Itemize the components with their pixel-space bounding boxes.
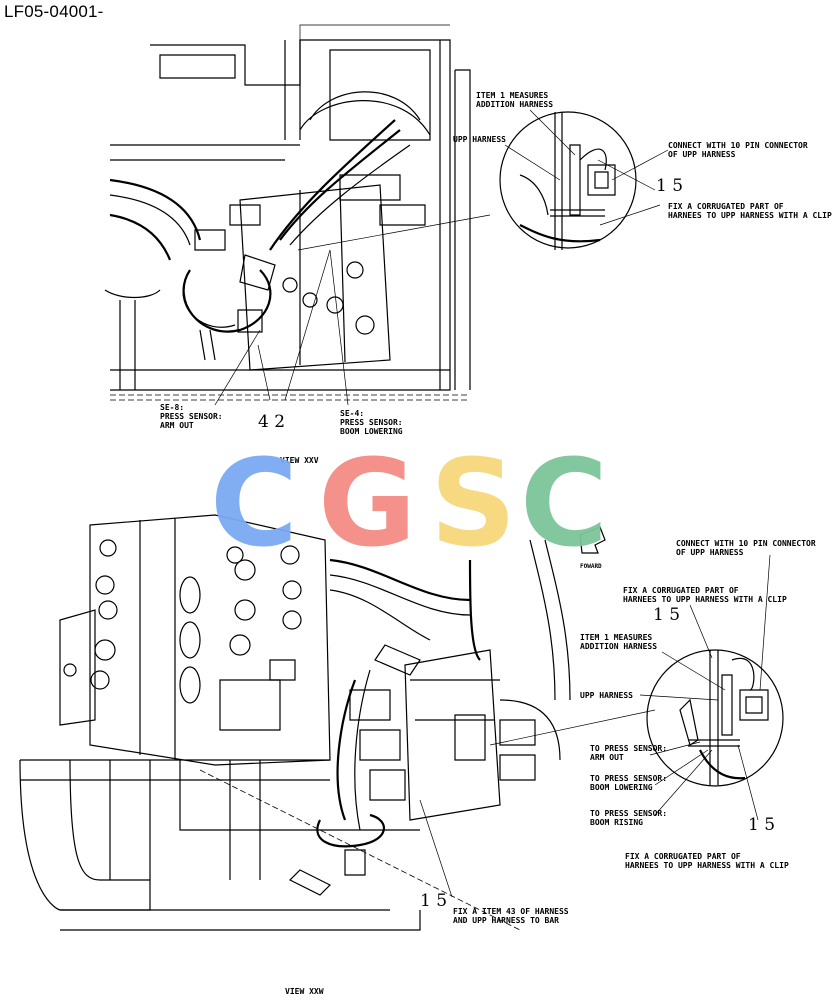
view-xxv-title: VIEW XXV [280,456,319,465]
cgsc-watermark: C G S C [210,435,608,574]
se8-label-line1: SE-8: [160,403,184,412]
bar-label-line2: AND UPP HARNESS TO BAR [453,916,559,925]
watermark-letter-s: S [430,435,516,574]
arm-out-label-line2: ARM OUT [590,753,624,762]
item1-label-line2: ADDITION HARNESS [476,100,553,109]
view-xxv-labels: ITEM 1 MEASURES ADDITION HARNESS UPP HAR… [160,91,832,465]
connect-label-2-line2: OF UPP HARNESS [676,548,744,557]
watermark-letter-g: G [318,435,417,574]
item1-label-2-line2: ADDITION HARNESS [580,642,657,651]
connect-label-line1: CONNECT WITH 10 PIN CONNECTOR [668,141,808,150]
part-number-15: 1 5 [656,176,683,196]
item1-label-line1: ITEM 1 MEASURES [476,91,548,100]
fix-top-label-line2: HARNEES TO UPP HARNESS WITH A CLIP [623,595,787,604]
connect-label-line2: OF UPP HARNESS [668,150,736,159]
fix-label-line1: FIX A CORRUGATED PART OF [668,202,784,211]
boom-lowering-label-line1: TO PRESS SENSOR: [590,774,667,783]
part-number-42: 4 2 [258,412,285,432]
view-xxw-labels: FOWARD CONNECT WITH 10 PIN CONNECTOR OF … [285,539,816,996]
forward-label: FOWARD [580,563,602,570]
boom-lowering-label-line2: BOOM LOWERING [590,783,653,792]
page-code: LF05-04001- [4,2,104,21]
view-xxw-drawing [19,514,784,931]
se8-label-line3: ARM OUT [160,421,194,430]
watermark-letter-c2: C [520,435,608,574]
upp-harness-label-2: UPP HARNESS [580,691,633,700]
part-number-15-bottom: 1 5 [420,891,447,911]
se4-label-line1: SE-4: [340,409,364,418]
watermark-letter-c1: C [210,435,298,574]
se8-label-line2: PRESS SENSOR: [160,412,223,421]
view-xxv-drawing [104,24,669,406]
bar-label-line1: FIX A ITEM 43 OF HARNESS [453,907,569,916]
se4-label-line3: BOOM LOWERING [340,427,403,436]
part-number-15-top: 1 5 [653,605,680,625]
fix-bottom-label-line2: HARNEES TO UPP HARNESS WITH A CLIP [625,861,789,870]
se4-label-line2: PRESS SENSOR: [340,418,403,427]
fix-top-label-line1: FIX A CORRUGATED PART OF [623,586,739,595]
connect-label-2-line1: CONNECT WITH 10 PIN CONNECTOR [676,539,816,548]
view-xxw-title: VIEW XXW [285,987,324,996]
upp-harness-label: UPP HARNESS [453,135,506,144]
arm-out-label-line1: TO PRESS SENSOR: [590,744,667,753]
fix-bottom-label-line1: FIX A CORRUGATED PART OF [625,852,741,861]
boom-rising-label-line1: TO PRESS SENSOR: [590,809,667,818]
part-number-15-right: 1 5 [748,815,775,835]
boom-rising-label-line2: BOOM RISING [590,818,643,827]
item1-label-2-line1: ITEM 1 MEASURES [580,633,652,642]
fix-label-line2: HARNEES TO UPP HARNESS WITH A CLIP [668,211,832,220]
